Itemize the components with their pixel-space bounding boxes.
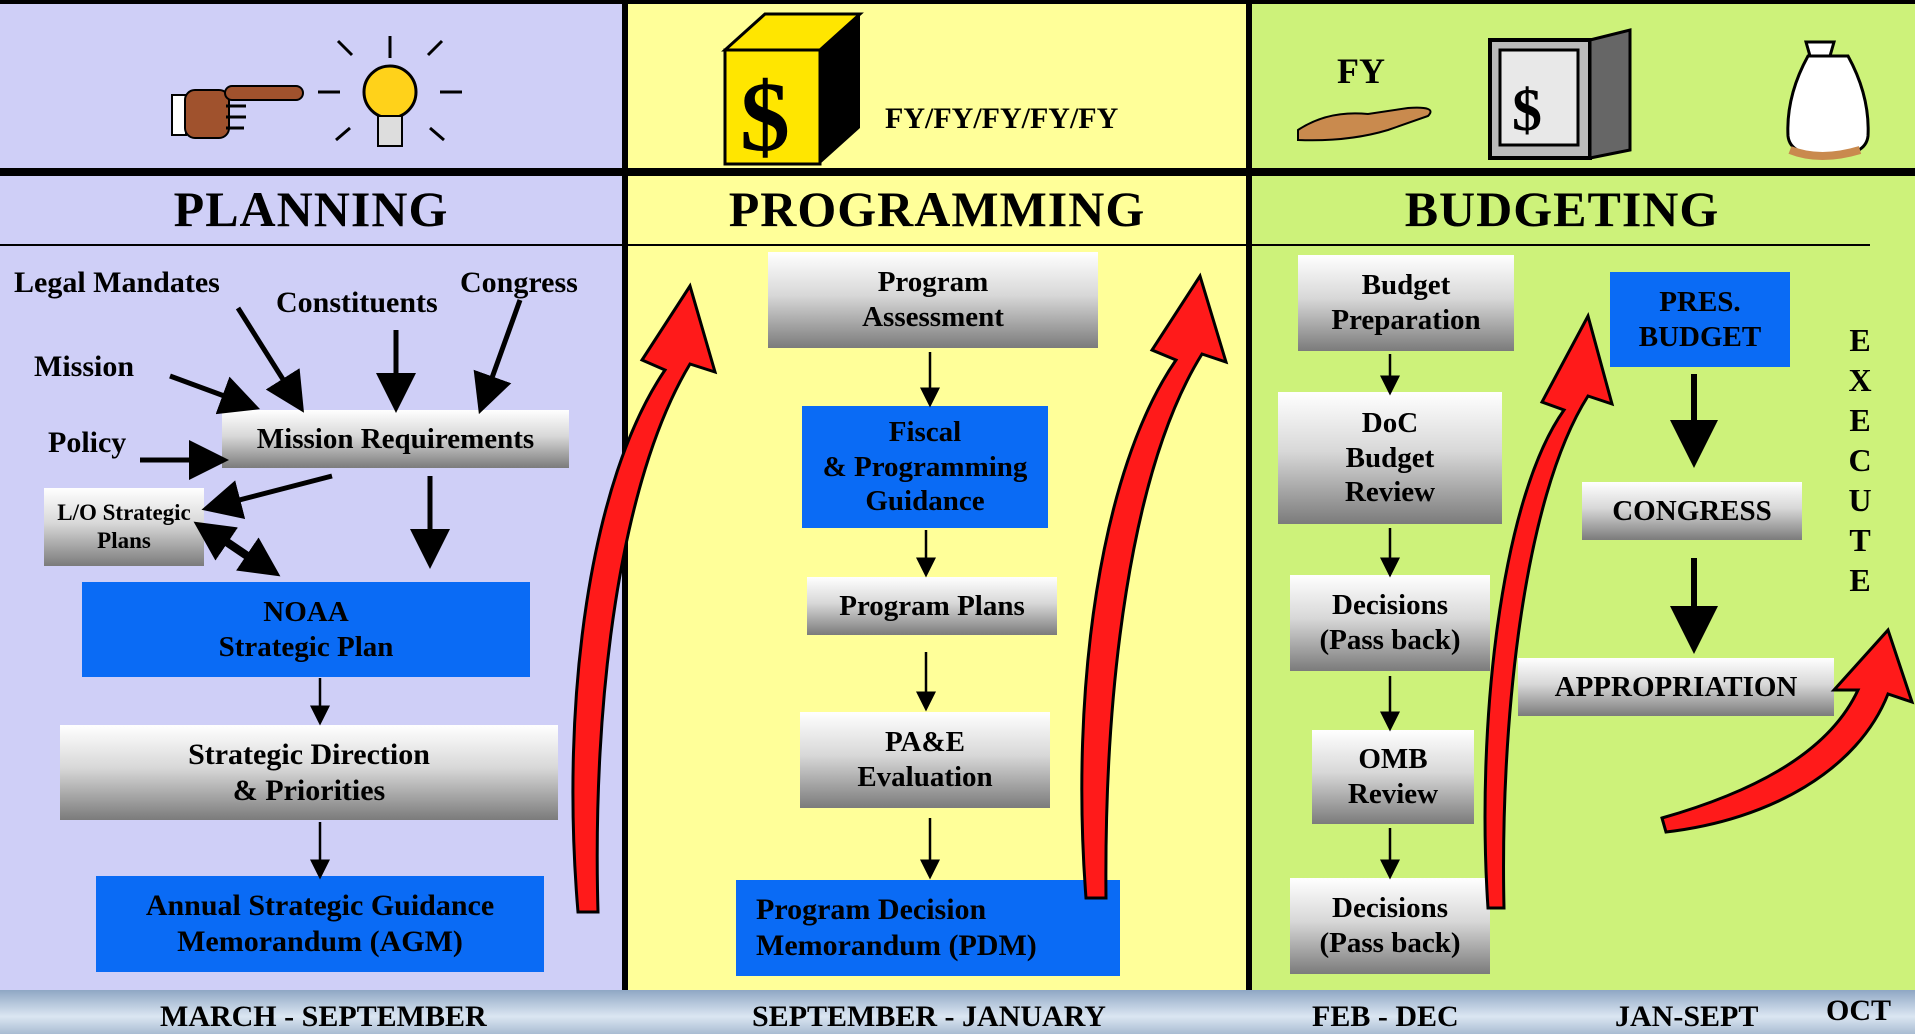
footer-budgeting-2: JAN-SEPT — [1615, 1000, 1759, 1033]
program-assessment-box: Program Assessment — [768, 252, 1098, 348]
footer-bar — [0, 990, 1915, 1034]
header-divider — [0, 168, 1915, 176]
congress-box: CONGRESS — [1582, 482, 1802, 540]
footer-budgeting-1: FEB - DEC — [1312, 1000, 1459, 1033]
svg-text:$: $ — [740, 61, 790, 170]
appropriation-box: APPROPRIATION — [1518, 658, 1834, 716]
input-constituents: Constituents — [276, 286, 438, 319]
pdm-box: Program Decision Memorandum (PDM) — [736, 880, 1120, 976]
footer-execute: OCT — [1826, 994, 1892, 1027]
pae-evaluation-box: PA&E Evaluation — [800, 712, 1050, 808]
svg-text:$: $ — [1512, 77, 1542, 143]
input-congress: Congress — [460, 266, 578, 299]
omb-review-box: OMB Review — [1312, 730, 1474, 824]
input-legal-mandates: Legal Mandates — [14, 266, 220, 299]
money-cube-icon: $ — [721, 12, 864, 170]
budgeting-fy-label: FY — [1337, 51, 1385, 91]
noaa-strategic-plan-box: NOAA Strategic Plan — [82, 582, 530, 677]
strategic-direction-box: Strategic Direction & Priorities — [60, 725, 558, 820]
programming-title: PROGRAMMING — [728, 181, 1146, 237]
planning-connectors — [140, 299, 523, 577]
footer-planning: MARCH - SEPTEMBER — [160, 1000, 487, 1033]
doc-review-box: DoC Budget Review — [1278, 392, 1502, 524]
safe-icon: $ — [1488, 28, 1632, 160]
budgeting-title: BUDGETING — [1404, 181, 1720, 237]
lightbulb-icon — [318, 36, 462, 147]
red-curved-arrows — [571, 272, 1915, 914]
lo-strategic-plans-box: L/O Strategic Plans — [44, 488, 204, 566]
input-mission: Mission — [34, 350, 135, 383]
fiscal-guidance-box: Fiscal & Programming Guidance — [802, 406, 1048, 528]
header-icons: $ $ — [171, 12, 1870, 170]
agm-box: Annual Strategic Guidance Memorandum (AG… — [96, 876, 544, 972]
flow-connectors — [310, 352, 1400, 880]
programming-fy-label: FY/FY/FY/FY/FY — [885, 102, 1119, 135]
decisions-box-2: Decisions (Pass back) — [1290, 878, 1490, 974]
mission-requirements-box: Mission Requirements — [222, 410, 569, 468]
program-plans-box: Program Plans — [807, 577, 1057, 635]
pres-budget-box: PRES. BUDGET — [1610, 272, 1790, 367]
planning-title: PLANNING — [173, 181, 449, 237]
input-policy: Policy — [48, 426, 127, 459]
pointing-hand-icon — [171, 85, 304, 139]
footer-programming: SEPTEMBER - JANUARY — [752, 1000, 1106, 1033]
money-bag-icon — [1786, 40, 1870, 160]
title-divider — [0, 244, 1870, 246]
decisions-box-1: Decisions (Pass back) — [1290, 575, 1490, 671]
budget-preparation-box: Budget Preparation — [1298, 255, 1514, 351]
execute-label: E X E C U T E — [1848, 322, 1872, 598]
open-hand-icon — [1297, 106, 1432, 142]
